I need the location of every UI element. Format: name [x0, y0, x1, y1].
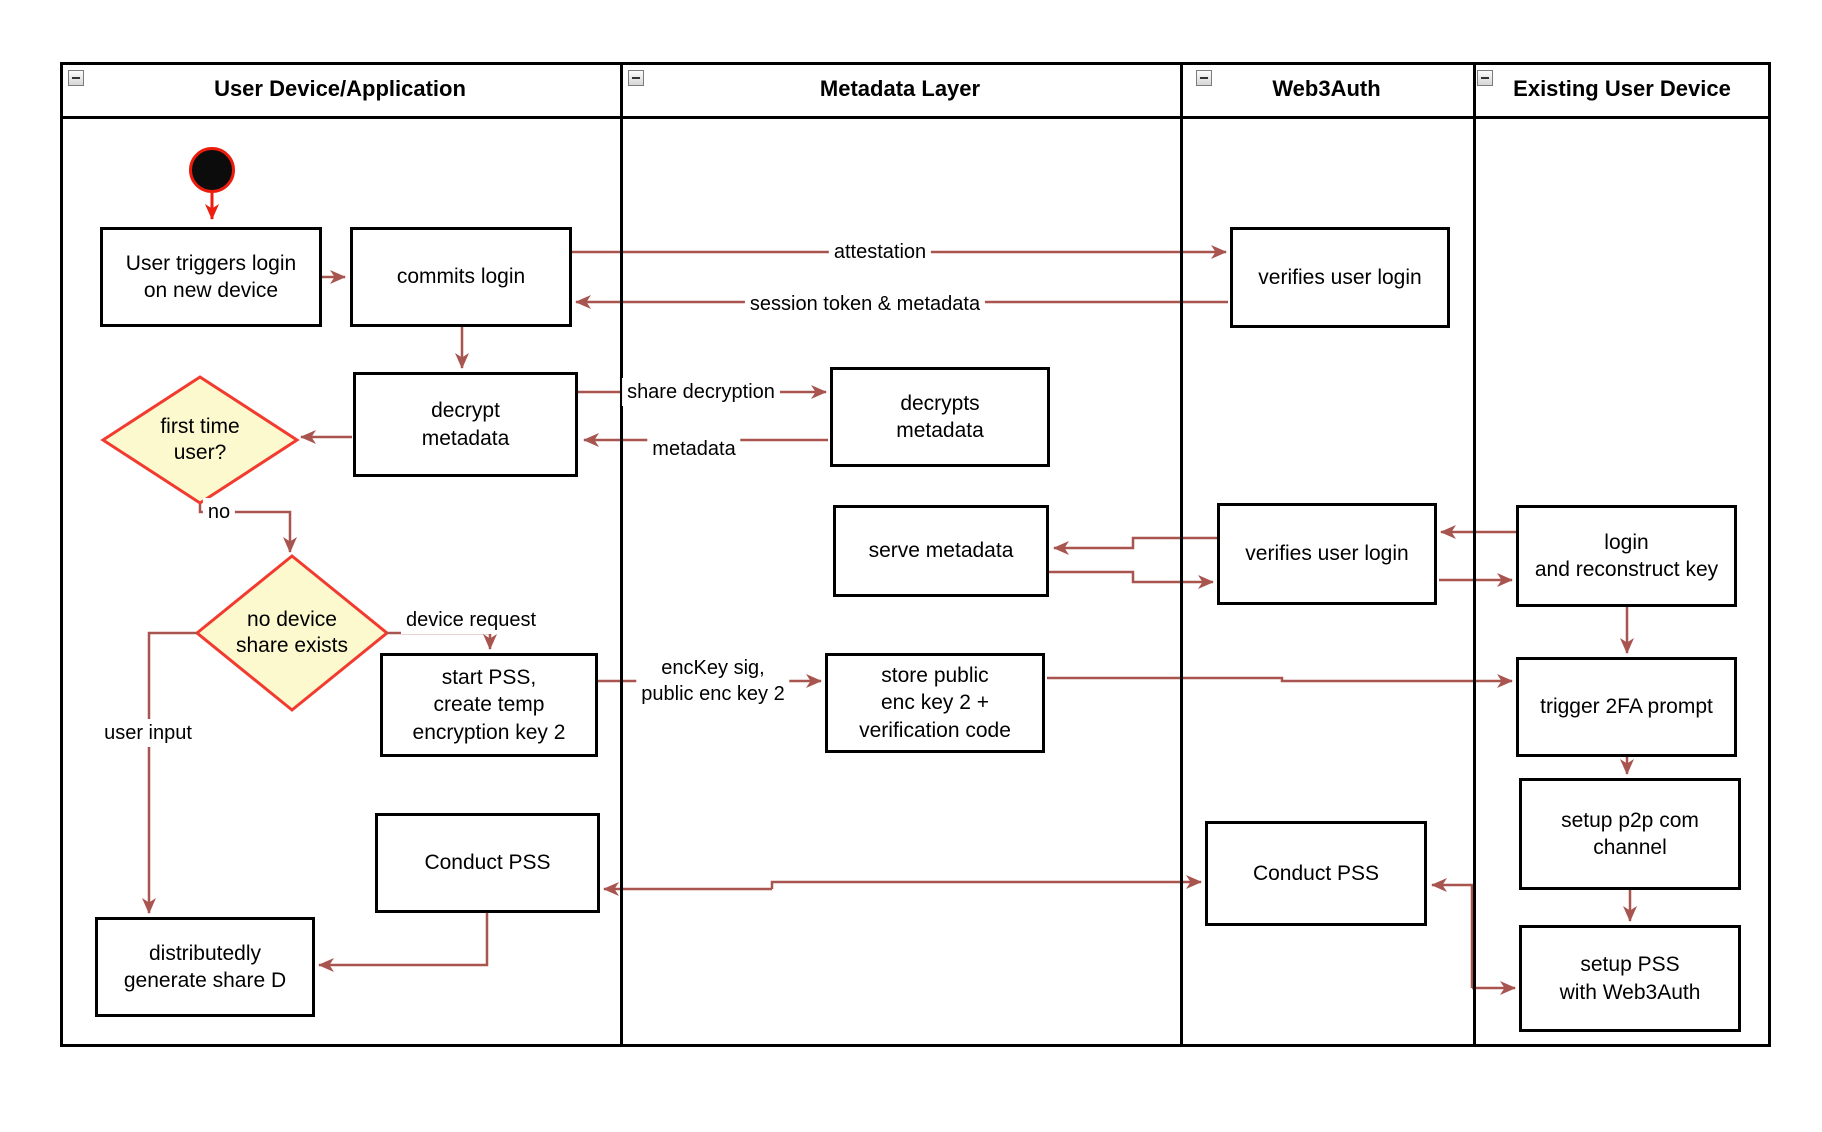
node-trigger-2fa-prompt[interactable]: trigger 2FA prompt: [1516, 657, 1737, 757]
node-label: serve metadata: [868, 539, 1014, 563]
node-setup-p2p-channel[interactable]: setup p2p com channel: [1519, 778, 1741, 890]
node-label: Conduct PSS: [424, 851, 551, 875]
node-conduct-pss-web3auth[interactable]: Conduct PSS: [1205, 821, 1427, 926]
header-separator: [60, 116, 1771, 119]
node-store-public-enc-key[interactable]: store public enc key 2 + verification co…: [825, 653, 1045, 753]
node-label: setup p2p com channel: [1561, 808, 1699, 859]
node-commits-login[interactable]: commits login: [350, 227, 572, 327]
lane-header-existing-device: Existing User Device: [1513, 76, 1731, 101]
node-verifies-user-login-2[interactable]: verifies user login: [1217, 503, 1437, 605]
pool-frame: [60, 62, 1771, 1047]
diamond-label-first-time: first time user?: [160, 414, 240, 464]
edge-label-metadata: metadata: [647, 435, 741, 463]
node-start-pss[interactable]: start PSS, create temp encryption key 2: [380, 653, 598, 757]
collapse-icon[interactable]: [628, 70, 644, 86]
edge-label-attestation: attestation: [828, 238, 932, 266]
node-label: User triggers login on new device: [125, 251, 297, 302]
node-label: trigger 2FA prompt: [1540, 695, 1713, 719]
lane-divider-2: [1180, 62, 1183, 1047]
node-label: distributedly generate share D: [123, 941, 287, 992]
start-node[interactable]: [189, 147, 235, 193]
node-label: store public enc key 2 + verification co…: [859, 664, 1011, 742]
lane-header-web3auth: Web3Auth: [1272, 76, 1381, 101]
edge-label-user-input: user input: [99, 719, 197, 747]
minus-icon: [1481, 77, 1489, 79]
node-serve-metadata[interactable]: serve metadata: [833, 505, 1049, 597]
collapse-icon[interactable]: [1477, 70, 1493, 86]
node-label: Conduct PSS: [1252, 861, 1380, 885]
minus-icon: [632, 77, 640, 79]
node-label: decrypt metadata: [421, 399, 510, 450]
edge-label-enckey-sig: encKey sig, public enc key 2: [636, 654, 790, 708]
lane-divider-1: [620, 62, 623, 1047]
node-label: login and reconstruct key: [1534, 530, 1719, 581]
lane-divider-3: [1473, 62, 1476, 1047]
node-distributedly-generate-share[interactable]: distributedly generate share D: [95, 917, 315, 1017]
node-login-and-reconstruct-key[interactable]: login and reconstruct key: [1516, 505, 1737, 607]
node-label: verifies user login: [1258, 265, 1422, 289]
edge-label-no: no: [202, 498, 236, 526]
node-label: decrypts metadata: [896, 391, 984, 442]
lane-header-user-device: User Device/Application: [214, 76, 466, 101]
node-decrypts-metadata[interactable]: decrypts metadata: [830, 367, 1050, 467]
node-conduct-pss-user[interactable]: Conduct PSS: [375, 813, 600, 913]
minus-icon: [1200, 77, 1208, 79]
node-label: verifies user login: [1245, 542, 1409, 566]
edge-label-share-decryption: share decryption: [622, 378, 780, 406]
node-label: start PSS, create temp encryption key 2: [412, 666, 566, 744]
node-verifies-user-login-1[interactable]: verifies user login: [1230, 227, 1450, 328]
node-setup-pss-web3auth[interactable]: setup PSS with Web3Auth: [1519, 925, 1741, 1032]
collapse-icon[interactable]: [68, 70, 84, 86]
edge-label-device-request: device request: [400, 606, 542, 634]
edge-label-session-token: session token & metadata: [744, 290, 986, 318]
node-label: setup PSS with Web3Auth: [1559, 953, 1701, 1004]
collapse-icon[interactable]: [1196, 70, 1212, 86]
minus-icon: [72, 77, 80, 79]
node-decrypt-metadata[interactable]: decrypt metadata: [353, 372, 578, 477]
node-user-triggers-login[interactable]: User triggers login on new device: [100, 227, 322, 327]
diamond-label-no-device: no device share exists: [235, 607, 349, 657]
node-label: commits login: [396, 265, 526, 289]
lane-header-metadata-layer: Metadata Layer: [819, 76, 981, 101]
